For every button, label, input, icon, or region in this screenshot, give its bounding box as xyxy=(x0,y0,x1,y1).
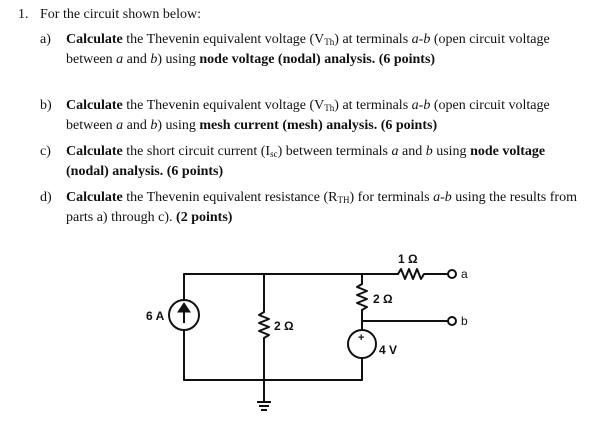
voltage-plus-label: + xyxy=(358,332,364,344)
vertical-resistor-label: 2 Ω xyxy=(373,292,393,306)
part-c: c) Calculate the short circuit current (… xyxy=(40,143,585,181)
question-intro: For the circuit shown below: xyxy=(40,7,201,22)
method: node voltage (nodal) analysis xyxy=(199,52,372,67)
shunt-resistor-label: 2 Ω xyxy=(274,319,294,333)
method: node voltage (nodal) analysis xyxy=(66,144,546,179)
text: the Thevenin equivalent voltage (V xyxy=(122,98,325,113)
shunt-resistor xyxy=(258,311,270,339)
text: ) for terminals xyxy=(349,190,434,205)
points: . (6 points) xyxy=(371,52,436,67)
terminals: a-b xyxy=(433,190,452,205)
terminal-b-ref: b xyxy=(150,52,158,67)
text: the short circuit current (I xyxy=(122,144,271,159)
series-resistor-label: 1 Ω xyxy=(398,252,418,266)
question-title: 1. For the circuit shown below: xyxy=(18,6,201,24)
part-text: Calculate the Thevenin equivalent voltag… xyxy=(66,97,585,135)
text: and xyxy=(123,52,151,67)
verb: Calculate xyxy=(66,144,123,159)
terminal-b-label: b xyxy=(461,314,468,328)
terminal-b-ref: b xyxy=(425,144,433,159)
terminal-a-ref: a xyxy=(116,52,124,67)
points: (2 points) xyxy=(176,210,233,225)
question-number: 1. xyxy=(18,7,29,22)
verb: Calculate xyxy=(66,190,123,205)
subscript: Th xyxy=(324,103,335,113)
text: (open circuit voltage between xyxy=(66,32,550,67)
points: . (6 points) xyxy=(159,164,224,179)
text: the Thevenin equivalent resistance (R xyxy=(122,190,338,205)
text: the Thevenin equivalent voltage (V xyxy=(122,32,325,47)
part-text: Calculate the Thevenin equivalent resist… xyxy=(66,189,585,227)
part-text: Calculate the Thevenin equivalent voltag… xyxy=(66,31,585,69)
text: ) using xyxy=(157,52,200,67)
current-source-label: 6 A xyxy=(146,309,165,323)
subscript: TH xyxy=(337,195,350,205)
terminals: a-b xyxy=(411,32,431,47)
terminal-b xyxy=(447,316,457,326)
part-letter: c) xyxy=(40,144,51,159)
verb: Calculate xyxy=(66,98,123,113)
part-a: a) Calculate the Thevenin equivalent vol… xyxy=(40,31,585,69)
text: and xyxy=(398,144,426,159)
terminal-a-label: a xyxy=(461,267,468,281)
points: . (6 points) xyxy=(373,118,438,133)
subscript: sc xyxy=(270,149,278,159)
verb: Calculate xyxy=(66,32,123,47)
series-resistor xyxy=(397,268,449,280)
arrow-up-icon xyxy=(177,302,191,323)
method: mesh current (mesh) analysis xyxy=(199,118,374,133)
text: ) using xyxy=(157,118,200,133)
part-text: Calculate the short circuit current (Isc… xyxy=(66,143,585,181)
text: using xyxy=(432,144,471,159)
voltage-source-label: 4 V xyxy=(379,343,397,357)
part-letter: b) xyxy=(40,98,52,113)
ground-icon xyxy=(257,401,271,411)
terminal-a xyxy=(447,269,457,279)
part-d: d) Calculate the Thevenin equivalent res… xyxy=(40,189,585,227)
part-letter: a) xyxy=(40,32,51,47)
text: ) at terminals xyxy=(334,32,412,47)
terminal-a-ref: a xyxy=(391,144,399,159)
vertical-resistor xyxy=(356,283,368,311)
part-letter: d) xyxy=(40,190,52,205)
subscript: Th xyxy=(324,37,335,47)
current-source xyxy=(168,299,200,331)
terminals: a-b xyxy=(411,98,431,113)
text: ) at terminals xyxy=(334,98,412,113)
text: (open circuit voltage between xyxy=(66,98,550,133)
terminal-a-ref: a xyxy=(116,118,124,133)
voltage-source xyxy=(347,329,377,359)
text: ) between terminals xyxy=(277,144,392,159)
text: using the results from parts a) through … xyxy=(66,190,577,225)
part-b: b) Calculate the Thevenin equivalent vol… xyxy=(40,97,585,135)
terminal-b-ref: b xyxy=(150,118,158,133)
text: and xyxy=(123,118,151,133)
